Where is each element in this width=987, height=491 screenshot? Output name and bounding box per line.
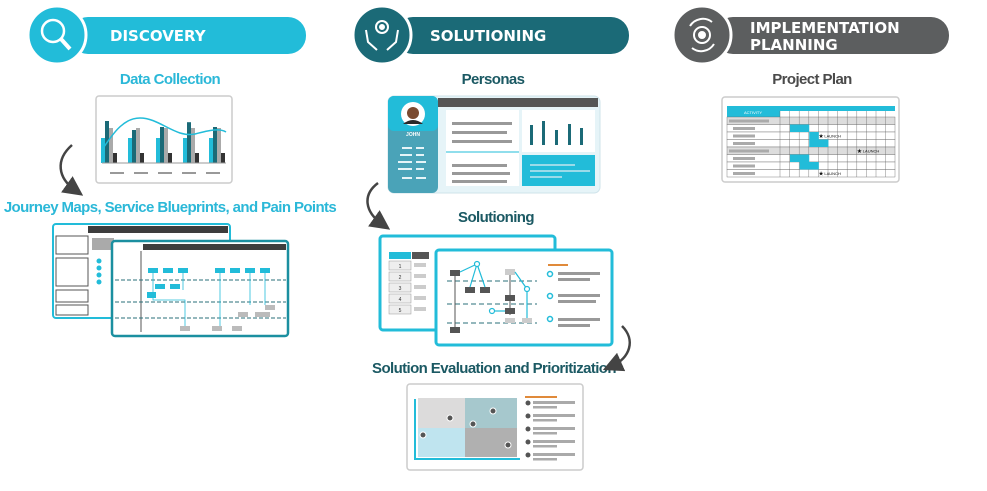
activity-header: ACTIVITY [744, 110, 762, 115]
persona-thumbnail: JOHN [387, 95, 601, 194]
launch-milestone: LAUNCH [824, 171, 841, 176]
table-cell [414, 263, 426, 267]
table-row-number: 4 [399, 297, 402, 303]
activity-label-bar [733, 127, 755, 130]
gantt-task-bar [809, 132, 819, 140]
legend-line [533, 458, 557, 461]
star-icon: ★ [818, 171, 823, 178]
legend-line [533, 445, 557, 448]
chart-bar [140, 153, 144, 163]
arrow-icon [366, 182, 391, 230]
persona-name: JOHN [406, 132, 420, 138]
legend-bullet [525, 400, 531, 406]
service-blueprint-thumbnail [110, 239, 290, 338]
table-cell [388, 304, 412, 315]
phase-solutioning-header: SOLUTIONING [351, 4, 629, 66]
activity-label-bar [733, 157, 755, 160]
legend-bullet [525, 413, 531, 419]
chart-bar [183, 138, 187, 163]
star-icon: ★ [818, 133, 823, 140]
magnifier-icon [40, 18, 72, 51]
label-journey-maps: Journey Maps, Service Blueprints, and Pa… [4, 199, 337, 216]
table-cell [414, 296, 426, 300]
activity-label-bar [729, 149, 769, 153]
chart-bar [187, 122, 191, 163]
legend-line [533, 453, 575, 456]
legend-bullet [525, 426, 531, 432]
chart-bar [132, 130, 136, 163]
label-project-plan: Project Plan [772, 71, 852, 88]
chart-bar [128, 138, 132, 163]
table-cell [388, 260, 412, 271]
legend-line [533, 432, 557, 435]
table-row-number: 2 [399, 275, 402, 281]
phase-title: DISCOVERY [110, 27, 207, 45]
phase-title-line1: IMPLEMENTATION [750, 19, 900, 37]
phase-title: SOLUTIONING [430, 27, 546, 45]
gear-cycle-icon [689, 17, 715, 53]
label-solutioning: Solutioning [458, 209, 534, 226]
prioritization-matrix-thumbnail [406, 383, 584, 471]
activity-label-bar [733, 164, 755, 168]
phase-title-line2: PLANNING [750, 36, 838, 54]
gantt-task-bar [799, 162, 819, 170]
chart-bar [209, 138, 213, 163]
phase-implementation-header: IMPLEMENTATION PLANNING [671, 4, 949, 66]
table-row-number: 5 [399, 308, 402, 314]
activity-label-bar [733, 142, 755, 145]
gear-hands-icon [365, 20, 399, 51]
gantt-task-bar [809, 139, 829, 147]
chart-bar [113, 153, 117, 163]
gantt-task-bar [790, 154, 810, 162]
chart-bar [109, 128, 113, 163]
table-cell [414, 307, 426, 311]
label-personas: Personas [462, 71, 525, 88]
chart-bar [164, 128, 168, 163]
legend-bullet [525, 439, 531, 445]
table-row-number: 1 [399, 264, 402, 270]
chart-bar [136, 128, 140, 163]
legend-line [533, 440, 575, 443]
activity-label-bar [729, 119, 769, 123]
chart-bar [156, 138, 160, 163]
chart-bar [221, 153, 225, 163]
arrow-icon [59, 144, 84, 196]
chart-bar [213, 127, 217, 163]
table-cell [414, 274, 426, 278]
activity-label-bar [733, 172, 755, 175]
gantt-task-bar [790, 124, 810, 132]
chart-bar [217, 128, 221, 163]
legend-line [533, 414, 575, 417]
table-cell [388, 271, 412, 282]
legend-line [533, 406, 557, 409]
data-collection-chart-thumbnail [95, 95, 233, 184]
arrow-icon [602, 325, 631, 372]
launch-milestone: LAUNCH [824, 134, 841, 139]
phase-discovery-header: DISCOVERY [26, 4, 306, 66]
chart-bar [191, 128, 195, 163]
table-row-number: 3 [399, 286, 402, 292]
table-cell [414, 285, 426, 289]
label-evaluation: Solution Evaluation and Prioritization [372, 360, 616, 377]
chart-bar [160, 127, 164, 163]
launch-milestone: LAUNCH [863, 149, 880, 154]
star-icon: ★ [857, 148, 862, 155]
activity-label-bar [733, 134, 755, 138]
legend-line [533, 427, 575, 430]
table-cell [388, 282, 412, 293]
chart-bar [195, 153, 199, 163]
table-cell [388, 293, 412, 304]
chart-bar [168, 153, 172, 163]
legend-bullet [525, 452, 531, 458]
legend-line [533, 419, 557, 422]
legend-line [533, 401, 575, 404]
solution-flow-thumbnail [434, 248, 614, 347]
label-data-collection: Data Collection [120, 71, 221, 88]
project-plan-gantt-thumbnail: ACTIVITY ★LAUNCH★LAUNCH★LAUNCH [721, 96, 900, 183]
chart-bar [101, 138, 105, 163]
